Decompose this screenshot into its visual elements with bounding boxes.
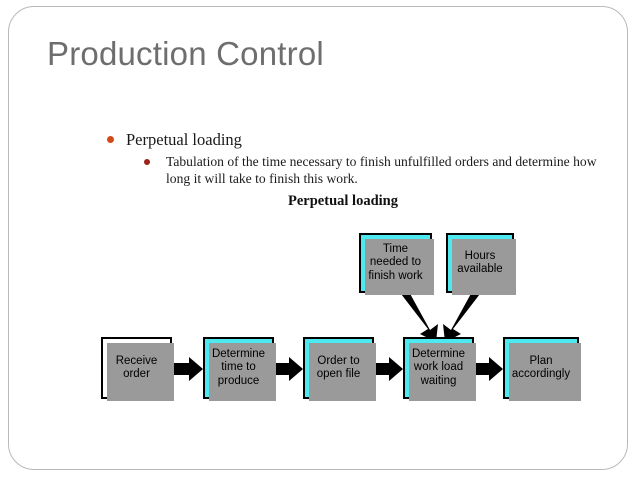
node-label: Determine time to produce	[211, 347, 266, 387]
node-label: Order to open file	[316, 354, 361, 381]
bullet-level-2: Tabulation of the time necessary to fini…	[104, 154, 604, 187]
arrow-time-needed-to-determine-load	[398, 290, 438, 342]
node-label: Hours available	[457, 249, 503, 276]
node-shadow	[509, 343, 581, 401]
node-determine-work-load[interactable]: Determine work load waiting	[403, 337, 476, 401]
node-shadow	[409, 343, 476, 401]
diagram-heading: Perpetual loading	[288, 193, 398, 209]
node-label: Time needed to finish work	[368, 242, 423, 282]
node-shadow	[209, 343, 276, 401]
node-receive-order[interactable]: Receive order	[101, 337, 174, 401]
node-time-needed[interactable]: Time needed to finish work	[359, 233, 434, 295]
arrow-determine-time-to-order-file	[273, 357, 303, 381]
node-hours-available[interactable]: Hours available	[446, 233, 516, 295]
bullet-list: Perpetual loading Tabulation of the time…	[104, 130, 604, 187]
bullet-level-1: Perpetual loading	[104, 130, 604, 149]
bullet-dot-icon	[107, 136, 114, 143]
node-shadow	[365, 239, 434, 295]
node-shadow	[107, 343, 174, 401]
node-shadow	[452, 239, 516, 295]
node-label: Plan accordingly	[511, 354, 571, 381]
node-shadow	[309, 343, 376, 401]
page-title: Production Control	[47, 35, 324, 72]
node-label: Determine work load waiting	[411, 347, 466, 387]
node-order-open-file[interactable]: Order to open file	[303, 337, 376, 401]
arrow-determine-load-to-plan	[473, 357, 503, 381]
node-label: Receive order	[115, 354, 158, 381]
arrow-receive-to-determine-time	[173, 357, 203, 381]
bullet-level-2-text: Tabulation of the time necessary to fini…	[166, 154, 597, 186]
arrow-order-file-to-determine-load	[373, 357, 403, 381]
node-plan-accordingly[interactable]: Plan accordingly	[503, 337, 581, 401]
node-determine-time[interactable]: Determine time to produce	[203, 337, 276, 401]
bullet-dot-icon	[144, 159, 150, 165]
arrow-hours-available-to-determine-load	[443, 290, 483, 342]
bullet-level-1-text: Perpetual loading	[126, 130, 242, 149]
